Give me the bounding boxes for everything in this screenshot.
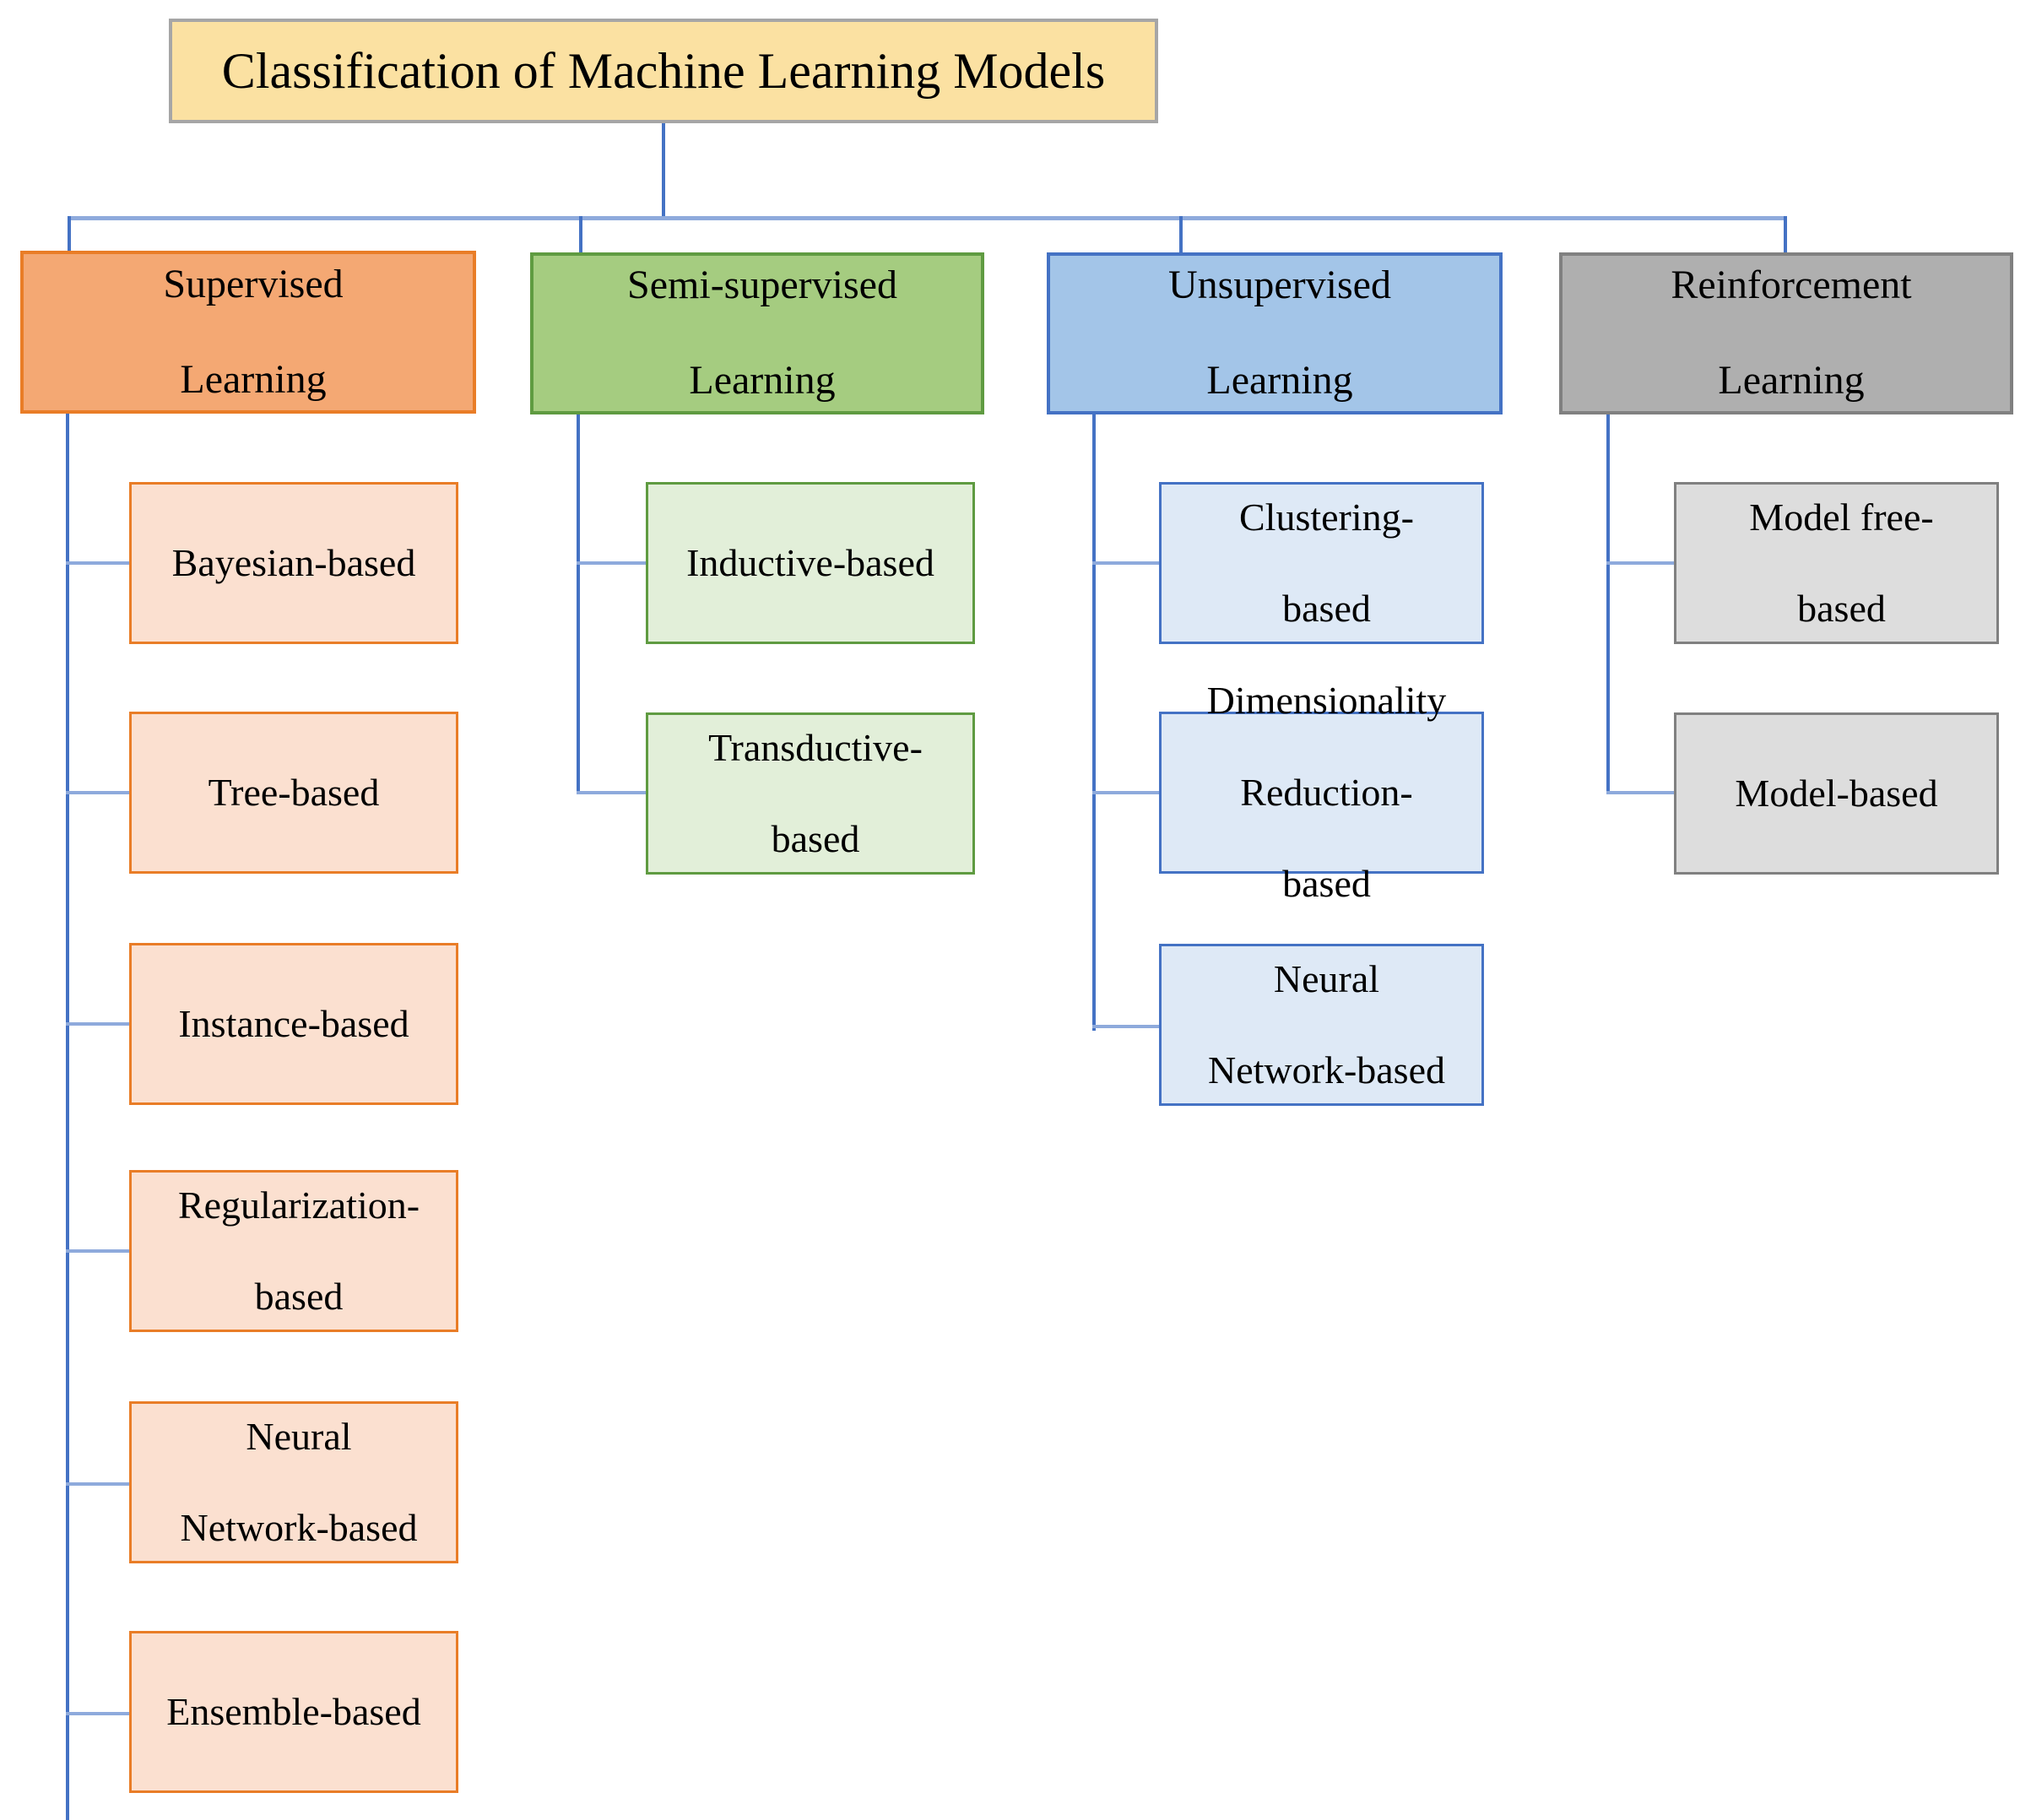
connector-stub-supervised-5 xyxy=(66,1482,131,1486)
leaf-box-inductive-based[interactable]: Inductive-based xyxy=(646,482,975,644)
connector-stub-supervised-1 xyxy=(66,561,131,565)
leaf-label-instance-based: Instance-based xyxy=(178,1001,409,1045)
leaf-label-regularization-based: Regularization-based xyxy=(177,1183,420,1319)
leaf-box-instance-based[interactable]: Instance-based xyxy=(129,943,458,1105)
connector-stub-supervised-4 xyxy=(66,1249,131,1253)
connector-spine-reinforcement xyxy=(1606,414,1610,794)
connector-stub-reinforcement-2 xyxy=(1606,791,1676,794)
connector-drop-unsupervised xyxy=(1179,216,1183,253)
connector-spine-supervised xyxy=(66,414,69,1820)
leaf-label-inductive-based: Inductive-based xyxy=(686,540,934,584)
connector-stub-supervised-6 xyxy=(66,1712,131,1715)
leaf-label-transductive-based: Transductive-based xyxy=(708,725,923,861)
leaf-label-model-based: Model-based xyxy=(1735,771,1938,815)
leaf-label-bayesian-based: Bayesian-based xyxy=(171,540,416,584)
leaf-label-model-free-based: Model free-based xyxy=(1749,495,1934,631)
connector-drop-semi xyxy=(579,216,582,255)
leaf-label-ensemble-based: Ensemble-based xyxy=(166,1689,421,1733)
connector-spine-unsupervised xyxy=(1092,414,1096,1031)
connector-stub-supervised-3 xyxy=(66,1022,131,1026)
connector-stub-unsupervised-2 xyxy=(1092,791,1160,794)
connector-stub-unsupervised-1 xyxy=(1092,561,1160,565)
leaf-label-tree-based: Tree-based xyxy=(208,770,380,814)
leaf-box-regularization-based[interactable]: Regularization-based xyxy=(129,1170,458,1332)
connector-stub-semi-2 xyxy=(577,791,647,794)
diagram-title-box: Classification of Machine Learning Model… xyxy=(169,19,1158,123)
connector-stub-semi-1 xyxy=(577,561,647,565)
leaf-box-clustering-based[interactable]: Clustering-based xyxy=(1159,482,1484,644)
leaf-box-ensemble-based[interactable]: Ensemble-based xyxy=(129,1631,458,1793)
connector-drop-reinforcement xyxy=(1784,216,1787,255)
diagram-title-text: Classification of Machine Learning Model… xyxy=(221,42,1106,99)
connector-stub-reinforcement-1 xyxy=(1606,561,1676,565)
connector-category-bus xyxy=(68,216,1787,220)
leaf-box-model-based[interactable]: Model-based xyxy=(1674,712,1999,875)
connector-spine-semi-supervised xyxy=(577,414,580,794)
connector-title-stem xyxy=(662,123,665,219)
leaf-box-bayesian-based[interactable]: Bayesian-based xyxy=(129,482,458,644)
leaf-box-transductive-based[interactable]: Transductive-based xyxy=(646,712,975,875)
leaf-box-model-free-based[interactable]: Model free-based xyxy=(1674,482,1999,644)
connector-drop-supervised xyxy=(68,216,71,253)
connector-stub-unsupervised-3 xyxy=(1092,1025,1160,1028)
leaf-label-clustering-based: Clustering-based xyxy=(1239,495,1414,631)
leaf-box-tree-based[interactable]: Tree-based xyxy=(129,712,458,874)
connector-stub-supervised-2 xyxy=(66,791,131,794)
